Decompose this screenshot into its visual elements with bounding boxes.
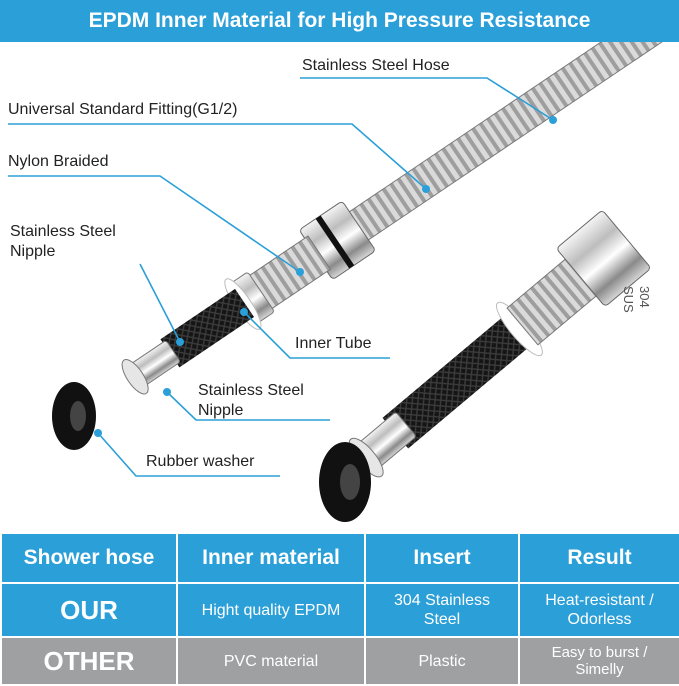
rubber-washer-right [319,442,371,522]
rubber-washer-left [52,382,96,450]
row-label-our: OUR [0,582,178,638]
our-insert: 304 Stainless Steel [364,582,520,638]
banner-title: EPDM Inner Material for High Pressure Re… [88,9,591,32]
callout-nipple-top: Stainless Steel Nipple [10,222,116,262]
table-row-other: OTHER PVC material Plastic Easy to burst… [0,636,679,686]
row-label-other: OTHER [0,636,178,686]
header-result: Result [518,532,679,584]
right-hose-assembly: 304 SUS [348,211,652,478]
our-result-line1: Heat-resistant / [545,592,654,609]
other-inner-material: PVC material [176,636,366,686]
title-banner: EPDM Inner Material for High Pressure Re… [0,0,679,42]
other-result-line2: Simelly [575,661,624,678]
our-result-line2: Odorless [567,611,632,628]
other-result-line1: Easy to burst / [551,644,648,661]
other-insert: Plastic [364,636,520,686]
hose-illustration: 304 SUS [8,42,679,522]
header-shower-hose: Shower hose [0,532,178,584]
header-inner-material: Inner material [176,532,366,584]
callout-inner-tube: Inner Tube [295,335,372,352]
our-insert-line2: Steel [423,611,461,628]
table-header-row: Shower hose Inner material Insert Result [0,532,679,584]
hex-nut-right [557,211,650,306]
callout-stainless-steel-hose: Stainless Steel Hose [302,57,450,74]
braided-tube-right [382,314,531,449]
callout-nipple-bottom-line1: Stainless Steel [198,382,304,399]
table-row-our: OUR Hight quality EPDM 304 Stainless Ste… [0,582,679,638]
callout-nipple-top-line2: Nipple [10,243,56,260]
left-hose-assembly [121,42,679,395]
other-result: Easy to burst / Simelly [518,636,679,686]
callout-rubber-washer: Rubber washer [146,453,255,470]
callout-lines [8,77,557,477]
callout-nipple-bottom-line2: Nipple [198,402,244,419]
our-insert-line1: 304 Stainless [393,592,491,609]
callout-nipple-bottom: Stainless Steel Nipple [198,381,304,421]
callout-nylon-braided: Nylon Braided [8,153,109,170]
nut-stamp-sus: SUS [621,286,636,313]
callout-universal-fitting: Universal Standard Fitting(G1/2) [8,101,238,118]
nylon-braided-tube [160,288,255,368]
our-inner-material: Hight quality EPDM [176,582,366,638]
our-result: Heat-resistant / Odorless [518,582,679,638]
comparison-table: Shower hose Inner material Insert Result… [0,532,679,686]
header-insert: Insert [364,532,520,584]
nut-stamp-304: 304 [637,286,652,308]
callout-nipple-top-line1: Stainless Steel [10,223,116,240]
